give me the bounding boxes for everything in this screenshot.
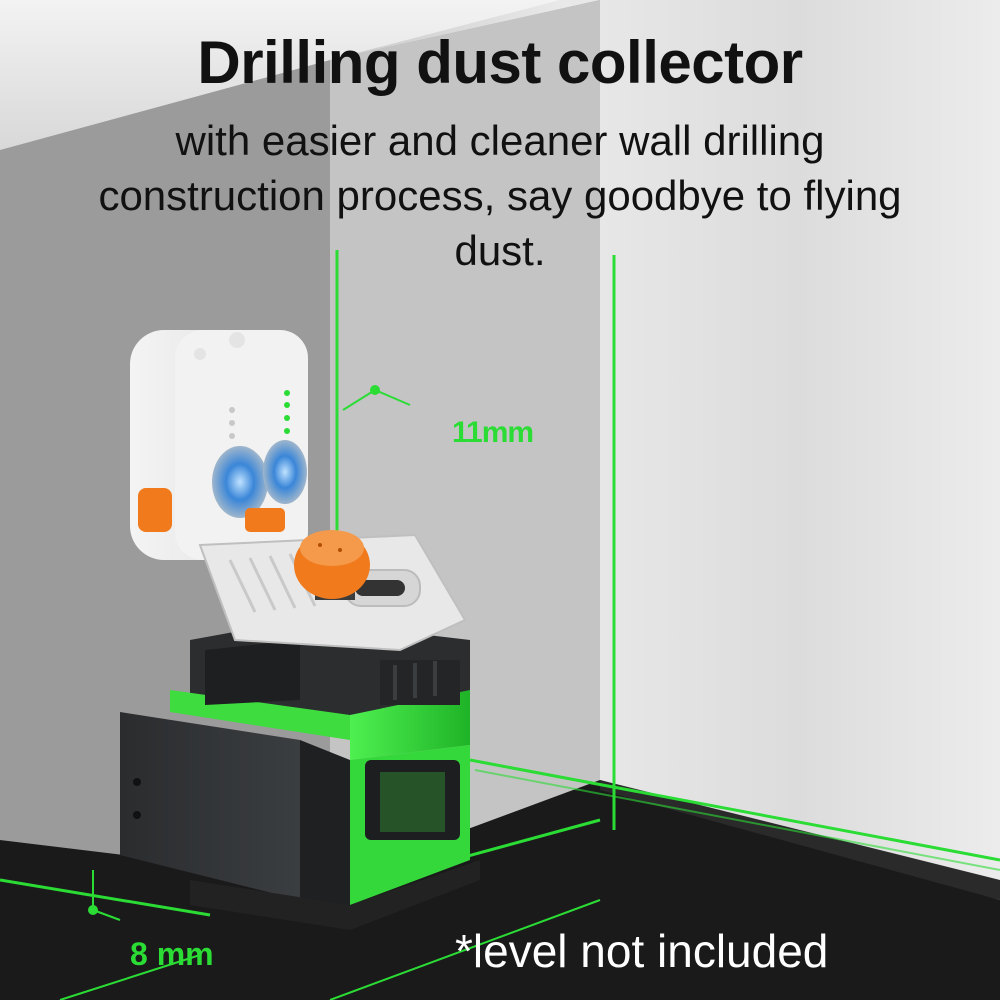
top-gap-label: 11mm [452,416,534,449]
ceiling-strip [0,0,560,150]
floor-edge [600,780,1000,900]
orange-knob [294,530,370,600]
footnote: *level not included [455,925,829,977]
subtitle-line-1: with easier and cleaner wall drilling [175,117,825,164]
bottom-gap-label: 8 mm [130,936,214,972]
dust-collector [130,330,467,652]
floor [0,780,1000,1000]
subtitle-line-3: dust. [454,227,546,274]
page-title: Drilling dust collector [197,29,803,96]
subtitle-line-2: construction process, say goodbye to fly… [98,172,902,219]
dimension-markers [88,385,411,921]
laser-level [120,620,480,930]
